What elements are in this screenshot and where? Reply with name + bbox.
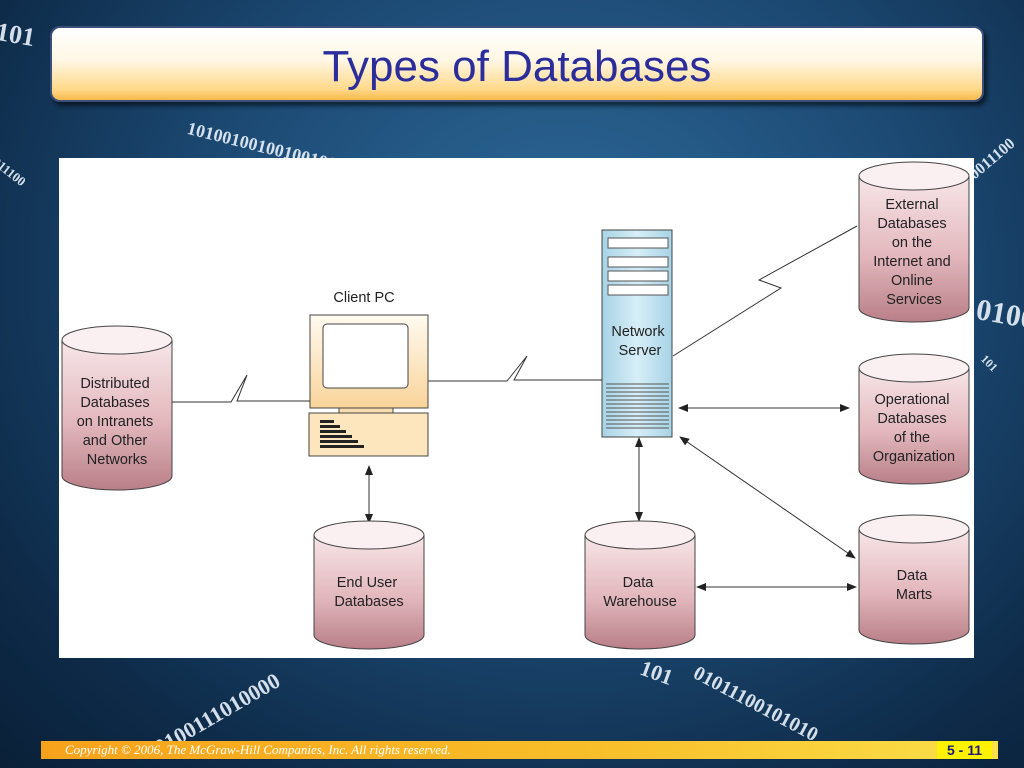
- page-number: 5 - 11: [946, 742, 982, 758]
- client-pc: Client PC: [308, 290, 429, 457]
- network-server-label: Network Server: [611, 324, 668, 359]
- distributed-databases-label: Distributed Databases on Intranets and O…: [77, 376, 158, 468]
- operational-databases-label: Operational Databases of the Organizatio…: [873, 392, 955, 465]
- slide-title: Types of Databases: [322, 42, 712, 91]
- title-box: Types of Databases: [50, 26, 984, 102]
- external-databases-label: External Databases on the Internet and O…: [873, 197, 954, 308]
- copyright-text: Copyright © 2006, The McGraw-Hill Compan…: [65, 742, 451, 757]
- binary-text-bottom-mid: 101: [636, 655, 677, 690]
- diagram-canvas: Distributed Databases on Intranets and O…: [61, 161, 970, 650]
- binary-text-top-left: 101: [0, 16, 38, 53]
- link-client-to-server: [427, 355, 602, 382]
- data-warehouse-label: Data Warehouse: [603, 575, 677, 610]
- binary-text-right-mid: 0100: [973, 293, 1024, 336]
- page-number-box: 5 - 11: [936, 741, 992, 759]
- end-user-databases-cylinder: End User Databases: [313, 520, 425, 650]
- link-server-to-external: [672, 225, 858, 357]
- binary-text-left: 0011100: [0, 150, 29, 189]
- operational-databases-cylinder: Operational Databases of the Organizatio…: [858, 353, 970, 485]
- external-databases-cylinder: External Databases on the Internet and O…: [858, 161, 970, 323]
- arrow-server-datamarts: [679, 436, 856, 559]
- distributed-databases-cylinder: Distributed Databases on Intranets and O…: [61, 325, 173, 491]
- link-distributed-to-client: [172, 374, 310, 403]
- data-warehouse-cylinder: Data Warehouse: [584, 520, 696, 650]
- end-user-databases-label: End User Databases: [334, 575, 403, 610]
- data-marts-label: Data Marts: [896, 568, 932, 603]
- data-marts-cylinder: Data Marts: [858, 514, 970, 645]
- footer-bar: Copyright © 2006, The McGraw-Hill Compan…: [41, 741, 998, 759]
- client-keyboard-icon: [308, 412, 429, 457]
- database-types-diagram: Distributed Databases on Intranets and O…: [59, 158, 974, 658]
- client-pc-label: Client PC: [333, 290, 394, 306]
- binary-text-right-small: 101: [978, 351, 1001, 375]
- binary-text-bottom-right: 01011100101010: [689, 662, 822, 747]
- network-server: Network Server: [601, 229, 673, 438]
